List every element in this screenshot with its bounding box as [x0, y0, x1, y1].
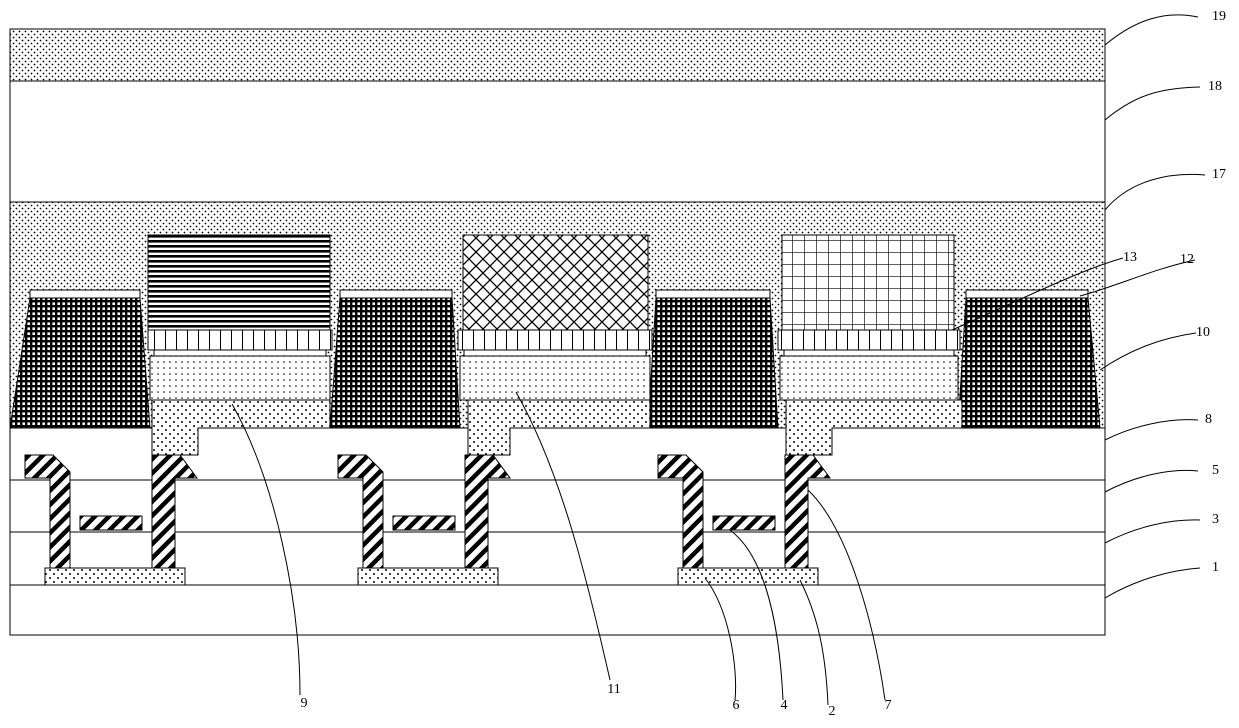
- ref-10: 10: [1196, 326, 1210, 340]
- spacer-strip: [154, 350, 326, 356]
- color-filter-block: [148, 235, 330, 330]
- leader-17: [1105, 174, 1205, 210]
- leader-18: [1105, 87, 1200, 120]
- ref-1: 1: [1212, 561, 1219, 575]
- bank-block: [10, 298, 150, 428]
- leader-5: [1105, 470, 1198, 492]
- emission-layer: [460, 356, 650, 400]
- ref-4: 4: [772, 699, 796, 713]
- layer-1: [10, 585, 1105, 635]
- ref-17: 17: [1212, 168, 1226, 182]
- leader-1: [1105, 568, 1200, 598]
- leader-10: [1100, 333, 1196, 370]
- emission-layer: [150, 356, 330, 400]
- ref-2: 2: [820, 705, 844, 719]
- ref-6: 6: [724, 699, 748, 713]
- active-layer: [45, 568, 185, 585]
- ref-3: 3: [1212, 513, 1219, 527]
- leader-19: [1105, 15, 1198, 45]
- bank-cap: [966, 290, 1088, 298]
- ref-12: 12: [1180, 253, 1194, 267]
- color-filter-block: [463, 235, 648, 330]
- layer-19: [10, 29, 1105, 81]
- ref-13: 13: [1123, 251, 1137, 265]
- layer-18: [10, 81, 1105, 202]
- ref-5: 5: [1212, 464, 1219, 478]
- electrode-strip: [148, 330, 332, 350]
- bank-cap: [656, 290, 770, 298]
- emission-layer: [780, 356, 958, 400]
- ref-19: 19: [1212, 10, 1226, 24]
- bank-cap: [340, 290, 452, 298]
- active-layer: [358, 568, 498, 585]
- bank-block: [330, 298, 460, 428]
- ref-9: 9: [292, 697, 316, 711]
- ref-18: 18: [1208, 80, 1222, 94]
- active-layer: [678, 568, 818, 585]
- gate-electrode: [713, 516, 775, 530]
- gate-electrode: [80, 516, 142, 530]
- electrode-strip: [458, 330, 652, 350]
- color-filter-block: [782, 235, 954, 330]
- leader-3: [1105, 520, 1200, 543]
- bank-cap: [30, 290, 140, 298]
- ref-8: 8: [1205, 413, 1212, 427]
- electrode-strip: [778, 330, 960, 350]
- leader-8: [1105, 420, 1198, 440]
- gate-electrode: [393, 516, 455, 530]
- ref-7: 7: [876, 699, 900, 713]
- bank-block: [648, 298, 778, 428]
- ref-11: 11: [602, 683, 626, 697]
- spacer-strip: [464, 350, 646, 356]
- spacer-strip: [784, 350, 954, 356]
